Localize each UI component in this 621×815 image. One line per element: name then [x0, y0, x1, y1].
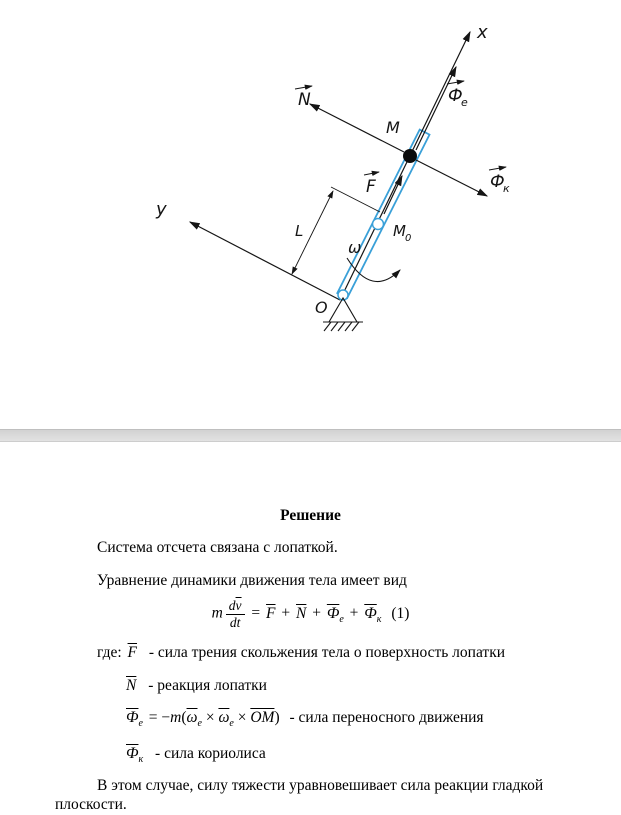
eq-mass: m: [211, 604, 223, 622]
times-operator: ×: [205, 708, 215, 726]
term-friction: где: F - сила трения скольжения тела о п…: [97, 643, 581, 662]
para-reference-frame: Система отсчета связана с лопаткой.: [97, 539, 338, 557]
term-coriolis: Фк - сила кориолиса: [124, 744, 581, 767]
eq-Phi-k-sub: к: [376, 613, 382, 625]
label-Phi-k-sub: к: [503, 182, 510, 195]
formula-omega-sub: е: [229, 718, 234, 729]
label-Phi-k: Ф: [490, 172, 505, 192]
F-vector: [383, 174, 403, 215]
term-coriolis-desc: - сила кориолиса: [155, 744, 266, 762]
formula-omega-bar: ω: [186, 708, 198, 726]
where-label: где:: [97, 644, 122, 662]
para-gravity-balance: В этом случае, силу тяжести уравновешива…: [55, 776, 581, 815]
label-omega: ω: [348, 238, 361, 257]
term-reaction: N - реакция лопатки: [124, 676, 581, 695]
open-paren: (: [181, 708, 187, 726]
equation-number: (1): [391, 604, 410, 622]
eq-Phi-k-base: Ф: [364, 604, 377, 622]
eq-Phi-e-base: Ф: [326, 604, 340, 622]
label-M0: M: [393, 222, 406, 240]
mechanics-figure: x y O M M 0 ω L N F Ф e Ф к: [155, 22, 510, 332]
label-M: M: [386, 118, 400, 137]
solution-section: Решение Система отсчета связана с лопатк…: [0, 498, 621, 815]
hatch-line: [330, 321, 339, 332]
term-reaction-desc: - реакция лопатки: [148, 676, 267, 694]
plus-operator: +: [281, 604, 291, 622]
N-hat-arrow: [294, 84, 313, 90]
label-M0-sub: 0: [405, 233, 411, 244]
symbol-Phi-k-base: Ф: [126, 744, 139, 762]
eq-numerator: dv: [225, 598, 245, 615]
label-O: O: [315, 298, 328, 317]
pivot-circle: [337, 289, 349, 301]
eq-denominator: dt: [229, 614, 241, 630]
close-paren: ): [274, 708, 280, 726]
Phi-k-vector: [415, 159, 489, 197]
eq-Phi-k-bar: Фк: [364, 604, 382, 625]
symbol-Phi-k-bar: Фк: [126, 744, 144, 765]
equals-sign: =: [251, 604, 261, 622]
para-equation-intro: Уравнение динамики движения тела имеет в…: [97, 571, 407, 589]
label-Phi-e-sub: e: [461, 96, 468, 109]
eq-v-bar: v: [235, 598, 242, 614]
body-M-dot: [403, 149, 417, 163]
symbol-F-bar: F: [127, 644, 138, 662]
formula-omega-bar: ω: [218, 708, 230, 726]
hatch-line: [323, 321, 332, 332]
symbol-Phi-e-sub: е: [138, 718, 143, 729]
pin-triangle: [328, 296, 358, 323]
para-gravity-line2: плоскости.: [55, 796, 127, 814]
y-axis: [188, 221, 341, 301]
label-L: L: [295, 222, 303, 240]
equals-minus: = −: [148, 708, 171, 726]
term-friction-desc: - сила трения скольжения тела о поверхно…: [148, 644, 506, 662]
formula-omega-sub: е: [197, 718, 202, 729]
hatch-line: [337, 321, 346, 332]
eq-F-bar: F: [266, 604, 276, 622]
plus-operator: +: [349, 604, 359, 622]
symbol-Phi-e-bar: Фе: [126, 708, 143, 729]
section-divider: [0, 429, 621, 442]
label-y: y: [155, 199, 167, 220]
hatch-line: [344, 321, 353, 332]
label-x: x: [476, 22, 488, 43]
Phi-e-hat-arrow: [446, 79, 465, 85]
label-Phi-e: Ф: [448, 86, 463, 106]
Phi-e-vector: [415, 65, 457, 151]
symbol-N-bar: N: [126, 676, 137, 694]
symbol-Phi-e-base: Ф: [126, 708, 139, 726]
plus-operator: +: [312, 604, 321, 622]
pin-support: [323, 296, 363, 332]
eq-Phi-e-bar: Фе: [326, 604, 344, 625]
term-transport-desc: - сила переносного движения: [289, 708, 484, 726]
symbol-Phi-k-sub: к: [138, 753, 144, 765]
formula-m: m: [170, 708, 182, 726]
label-F: F: [366, 177, 376, 197]
hatch-line: [351, 321, 360, 332]
L-dimension-line: [291, 190, 334, 275]
formula-OM-bar: OM: [250, 708, 275, 726]
times-operator: ×: [237, 708, 247, 726]
eq-Phi-e-sub: е: [339, 613, 344, 625]
L-extension-line: [330, 186, 381, 213]
x-axis: [339, 30, 471, 301]
label-N: N: [298, 90, 311, 110]
solution-heading: Решение: [280, 507, 341, 524]
omega-rotation-arrow: [346, 257, 401, 283]
slider-circle: [371, 217, 385, 231]
figure-svg: x y O M M 0 ω L N F Ф e Ф к: [155, 22, 510, 332]
N-vector: [308, 103, 405, 153]
F-hat-arrow: [363, 170, 380, 177]
eq-N-bar: N: [296, 604, 307, 622]
Phi-k-hat-arrow: [488, 165, 507, 171]
eq-d: d: [228, 598, 236, 614]
term-transport-force: Фе = −m(ωе × ωе × OM) - сила переносного…: [124, 708, 581, 731]
para-gravity-line1: В этом случае, силу тяжести уравновешива…: [97, 777, 544, 795]
